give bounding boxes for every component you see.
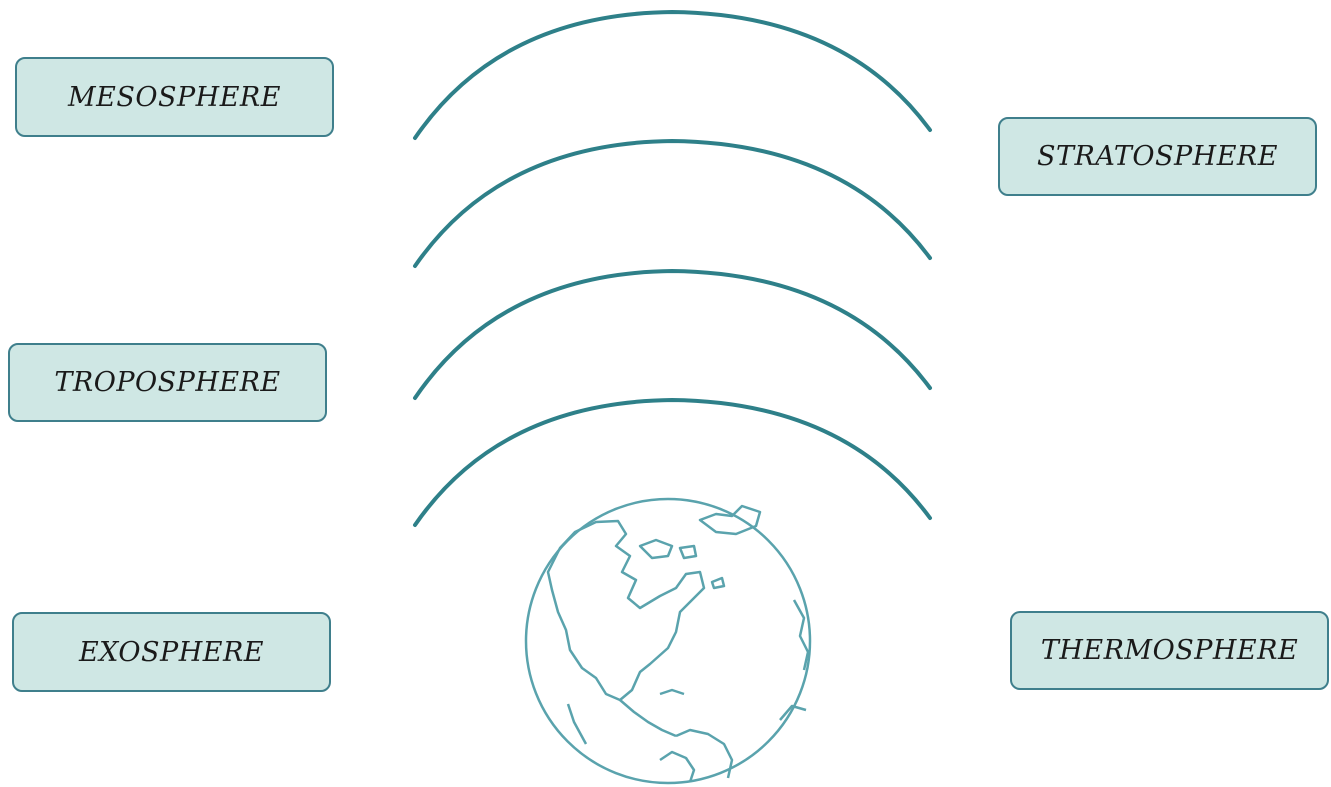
- exosphere-label-text: EXOSPHERE: [79, 637, 264, 668]
- earth-globe-icon: [526, 499, 810, 783]
- troposphere-label[interactable]: TROPOSPHERE: [8, 343, 327, 422]
- troposphere-label-text: TROPOSPHERE: [54, 367, 280, 398]
- stratosphere-label-text: STRATOSPHERE: [1037, 141, 1278, 172]
- layer-arc-1: [415, 12, 930, 138]
- mesosphere-label[interactable]: MESOSPHERE: [15, 57, 334, 137]
- thermosphere-label-text: THERMOSPHERE: [1041, 635, 1298, 666]
- mesosphere-label-text: MESOSPHERE: [68, 82, 281, 113]
- exosphere-label[interactable]: EXOSPHERE: [12, 612, 331, 692]
- layer-arc-4: [415, 400, 930, 525]
- layer-arc-3: [415, 271, 930, 398]
- thermosphere-label[interactable]: THERMOSPHERE: [1010, 611, 1329, 690]
- stratosphere-label[interactable]: STRATOSPHERE: [998, 117, 1317, 196]
- layer-arc-2: [415, 141, 930, 266]
